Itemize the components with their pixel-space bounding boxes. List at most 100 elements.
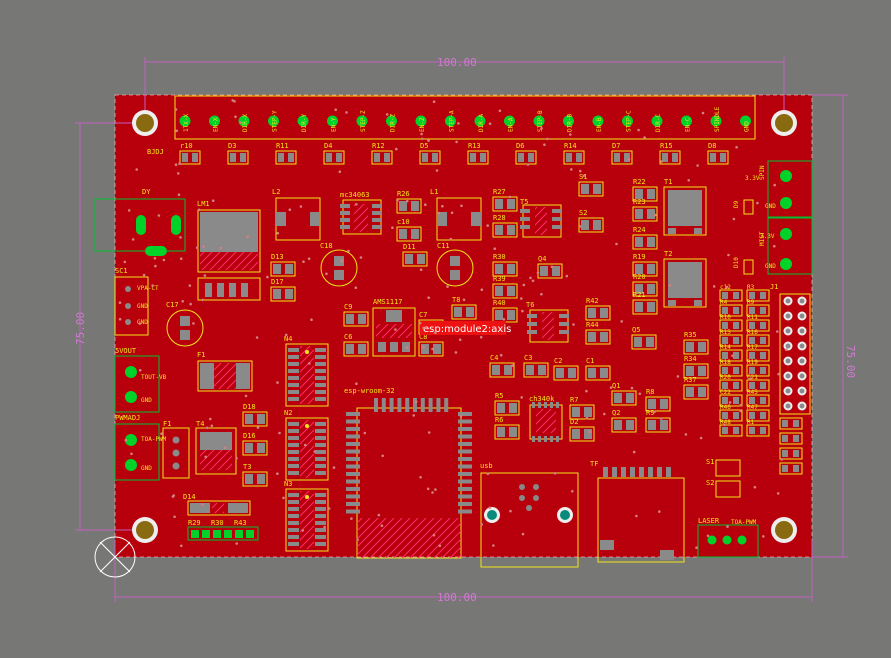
chip-pad	[315, 383, 326, 387]
passive-label: Q5	[632, 326, 640, 334]
right-part-label: R46	[720, 404, 731, 411]
header-pad	[386, 115, 397, 127]
passive-pad	[285, 264, 293, 274]
row-part-label: D6	[516, 142, 524, 150]
via	[455, 140, 458, 144]
via	[660, 417, 663, 420]
esp-pad	[381, 398, 386, 412]
passive-label: R27	[493, 188, 506, 196]
passive-outline	[492, 261, 518, 277]
right-part-label: R45	[747, 389, 758, 396]
chip-pad	[288, 355, 299, 359]
diode-label: D10	[733, 257, 740, 268]
right-part-outline	[746, 424, 770, 437]
via	[635, 514, 638, 518]
passive-outline	[631, 334, 657, 350]
esp-pad	[420, 398, 425, 412]
right-part-pad	[749, 412, 755, 419]
row-part-outline	[563, 150, 585, 165]
passive-pad	[495, 199, 503, 209]
chip-body	[300, 420, 314, 478]
right-part-outline	[779, 417, 803, 430]
via	[615, 242, 618, 246]
j1-pin-hole	[785, 403, 791, 409]
via	[773, 244, 776, 248]
mc34063-chip: mc34063	[340, 191, 382, 235]
right-part-label: R10	[720, 314, 731, 321]
passive-pad	[509, 427, 517, 437]
row-part-outline	[419, 150, 441, 165]
right-part-pad	[722, 322, 728, 329]
right-part-label: R17	[747, 344, 758, 351]
right-part-outline	[779, 432, 803, 445]
transistor-t2: T2	[663, 250, 707, 308]
passive-outline	[270, 286, 296, 302]
chip-label: N2	[284, 409, 292, 417]
esp-pad	[413, 398, 417, 412]
right-part-pad	[749, 307, 755, 314]
row-part-pad	[182, 153, 188, 162]
via	[696, 164, 699, 167]
passive-pad	[552, 266, 560, 276]
via	[354, 286, 358, 290]
right-part-label: R47	[747, 404, 758, 411]
5vout-connector: 5VOUT TOUT-VB GND	[114, 347, 167, 413]
chip-pad	[288, 369, 299, 373]
via	[454, 351, 458, 354]
row-part-pad	[710, 153, 716, 162]
passive-pad	[507, 264, 515, 274]
right-part-pad	[733, 292, 739, 299]
row-part-outline	[611, 150, 633, 165]
via	[570, 168, 573, 171]
chip-pad	[288, 535, 299, 539]
j1-pin-hole	[785, 328, 791, 334]
via	[582, 174, 585, 178]
passive-pad	[686, 342, 694, 352]
passive-label: R28	[493, 214, 506, 222]
passive-pad	[538, 365, 546, 375]
chip-pad	[288, 443, 299, 447]
right-part-pad	[749, 322, 755, 329]
header-pin-label: STEP-Z	[360, 110, 367, 132]
via	[492, 544, 495, 547]
chip-pad	[288, 450, 299, 454]
passive-pad	[588, 368, 596, 378]
passive-components: R26c10R27R28D11S1S2R22R23R24R19R20R21R30…	[242, 173, 709, 487]
passive-pad	[600, 332, 608, 342]
header-pin-label: EN-Y	[331, 117, 338, 132]
svg-text:LM1: LM1	[197, 200, 210, 208]
passive-outline	[492, 283, 518, 299]
passive-label: C1	[586, 357, 594, 365]
j1-pin-hole	[785, 388, 791, 394]
via	[345, 111, 348, 114]
passive-pad	[466, 307, 474, 317]
via	[419, 268, 423, 272]
right-part-outline	[746, 364, 770, 377]
passive-outline	[683, 384, 709, 400]
svg-text:VPA-CT: VPA-CT	[137, 285, 159, 292]
diode-outline	[743, 199, 754, 215]
via	[427, 139, 430, 142]
lm1-regulator: LM1	[197, 200, 261, 301]
passive-outline	[396, 226, 422, 242]
chip-pad	[315, 390, 326, 394]
via	[299, 205, 303, 208]
right-part-label: R18	[720, 359, 731, 366]
right-part-outline	[746, 409, 770, 422]
passive-outline	[242, 411, 268, 427]
capacitor-c17: C17	[166, 301, 204, 347]
chip-pad	[315, 443, 326, 447]
passive-pad	[358, 344, 366, 354]
svg-text:TOA-PWM: TOA-PWM	[731, 519, 757, 526]
passive-pad	[433, 344, 441, 354]
via	[420, 132, 423, 136]
via	[550, 265, 554, 269]
via	[728, 401, 732, 404]
passive-pad	[593, 220, 601, 230]
via	[323, 525, 326, 529]
via	[307, 257, 311, 261]
esp-pad	[346, 419, 360, 424]
highlight-tag[interactable]	[420, 321, 506, 335]
chip-pad	[288, 542, 299, 546]
row-part-pad	[288, 153, 294, 162]
